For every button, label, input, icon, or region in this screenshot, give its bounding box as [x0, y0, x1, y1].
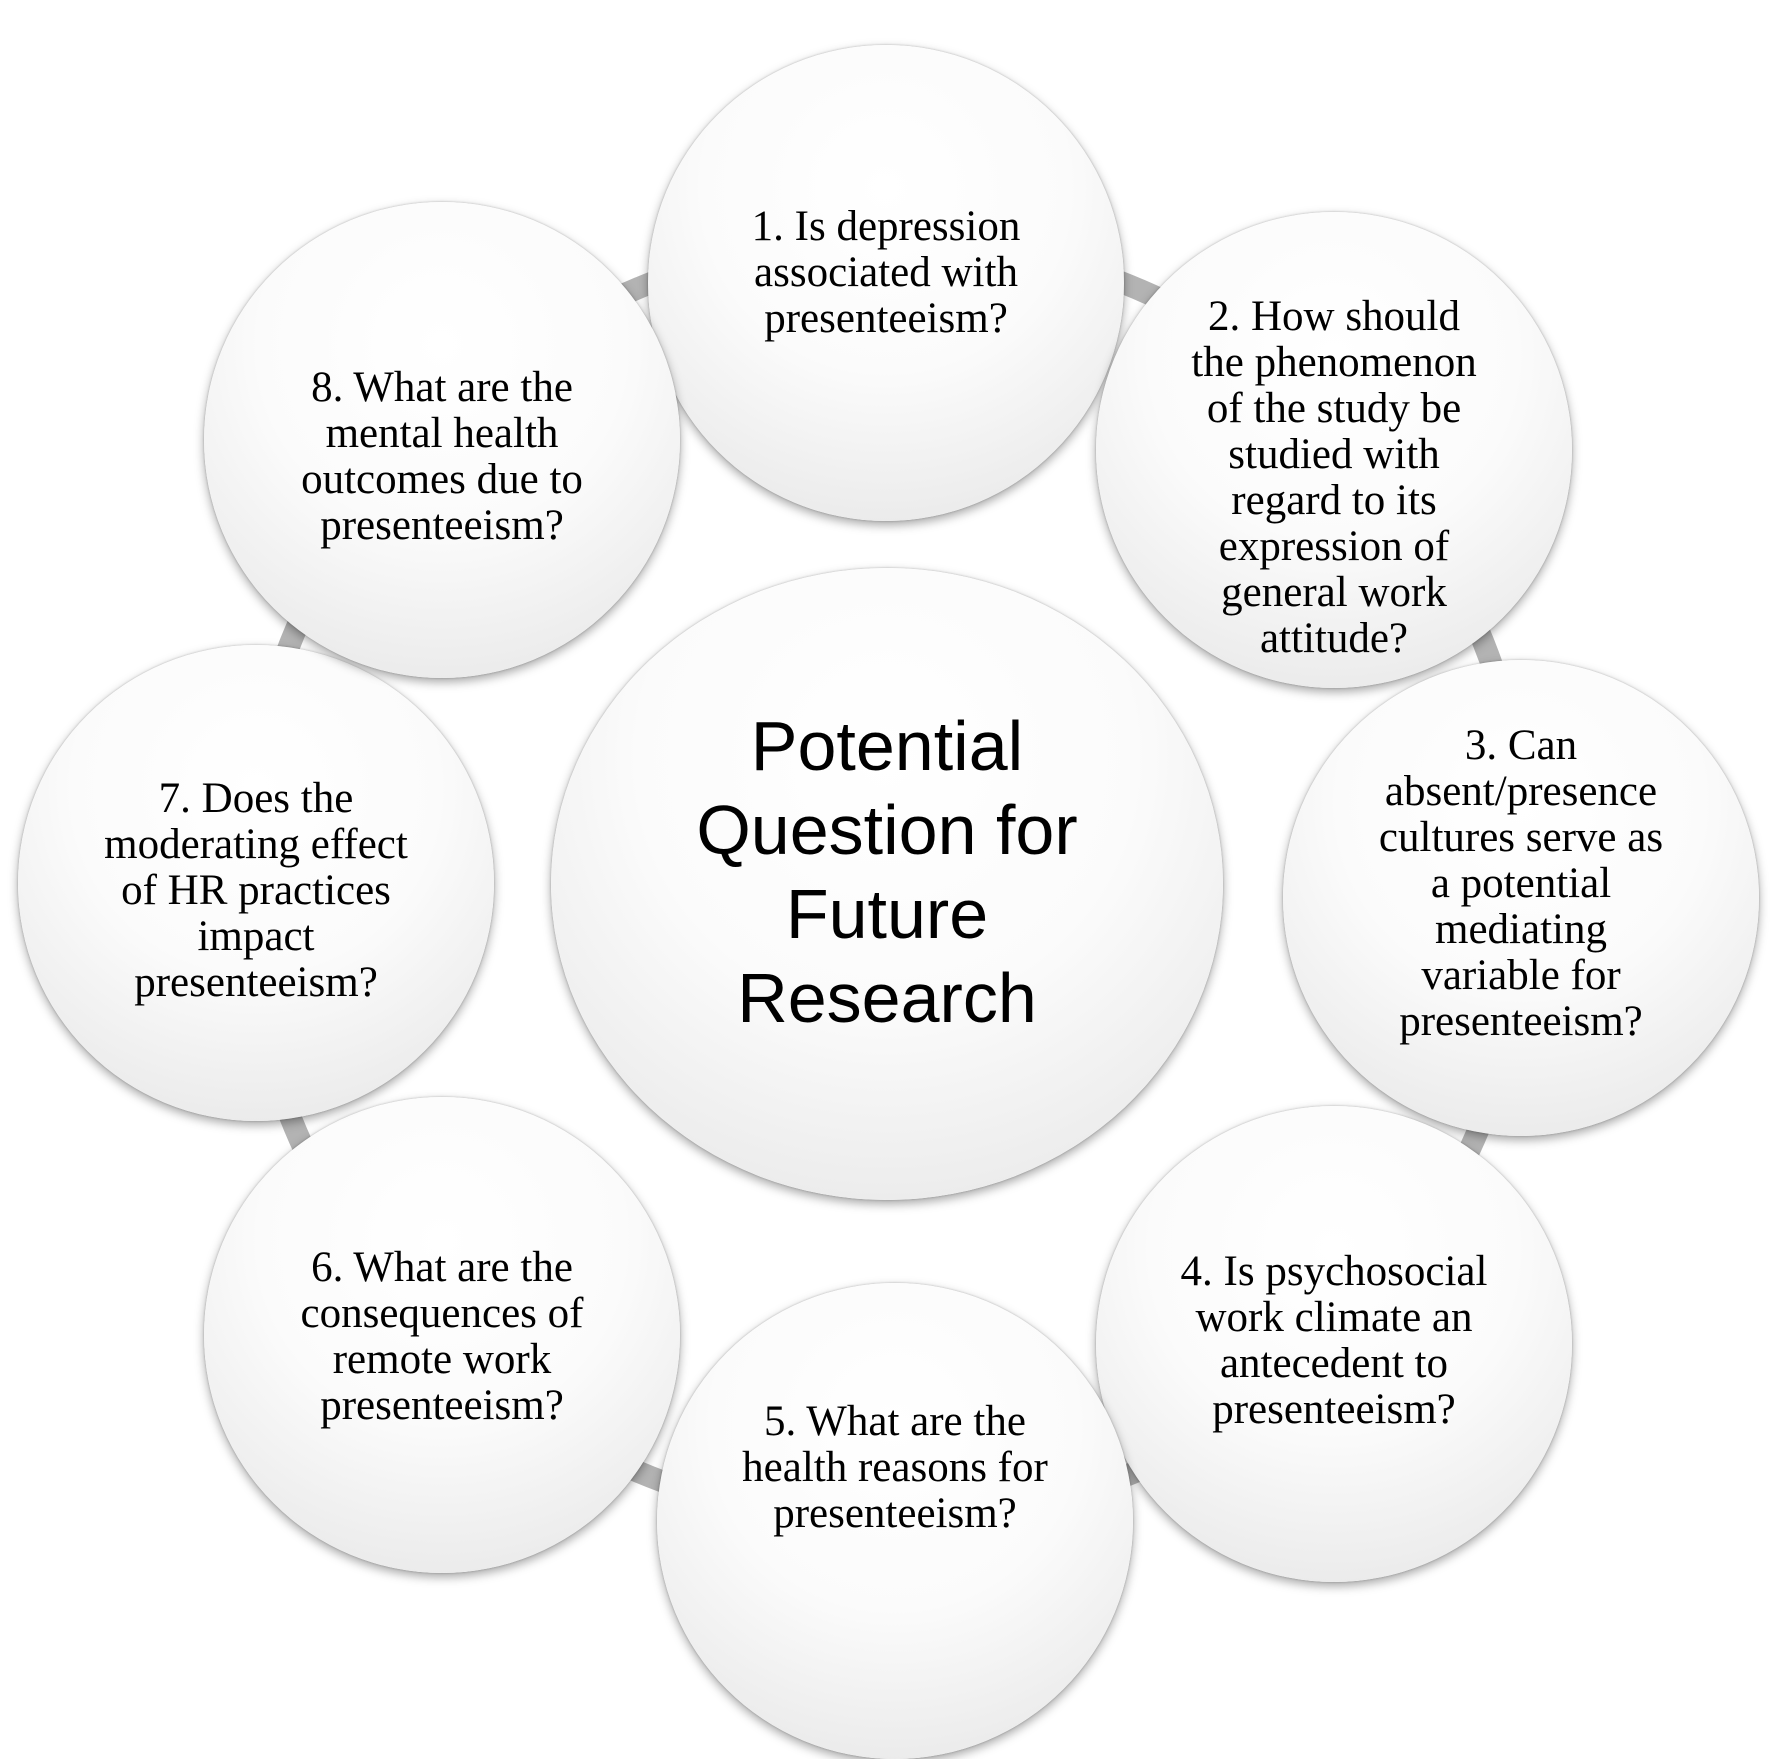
center-circle: Potential Question for Future Research	[551, 568, 1223, 1200]
question-circle-2: 2. How should the phenomenon of the stud…	[1096, 212, 1572, 688]
question-text-1: 1. Is depression associated with present…	[751, 203, 1021, 342]
question-text-3: 3. Can absent/presence cultures serve as…	[1378, 722, 1664, 1045]
question-text-2: 2. How should the phenomenon of the stud…	[1191, 293, 1477, 662]
question-text-7: 7. Does the moderating effect of HR prac…	[104, 775, 408, 1006]
question-circle-7: 7. Does the moderating effect of HR prac…	[18, 645, 494, 1121]
question-text-4: 4. Is psychosocial work climate an antec…	[1180, 1248, 1488, 1433]
question-circle-3: 3. Can absent/presence cultures serve as…	[1283, 660, 1759, 1136]
center-title: Potential Question for Future Research	[696, 707, 1078, 1037]
question-circle-4: 4. Is psychosocial work climate an antec…	[1096, 1106, 1572, 1582]
question-circle-1: 1. Is depression associated with present…	[648, 45, 1124, 521]
question-text-8: 8. What are the mental health outcomes d…	[301, 364, 583, 549]
question-circle-6: 6. What are the consequences of remote w…	[204, 1097, 680, 1573]
question-text-6: 6. What are the consequences of remote w…	[300, 1244, 584, 1429]
question-text-5: 5. What are the health reasons for prese…	[742, 1398, 1048, 1537]
question-circle-8: 8. What are the mental health outcomes d…	[204, 202, 680, 678]
question-circle-5: 5. What are the health reasons for prese…	[657, 1283, 1133, 1759]
